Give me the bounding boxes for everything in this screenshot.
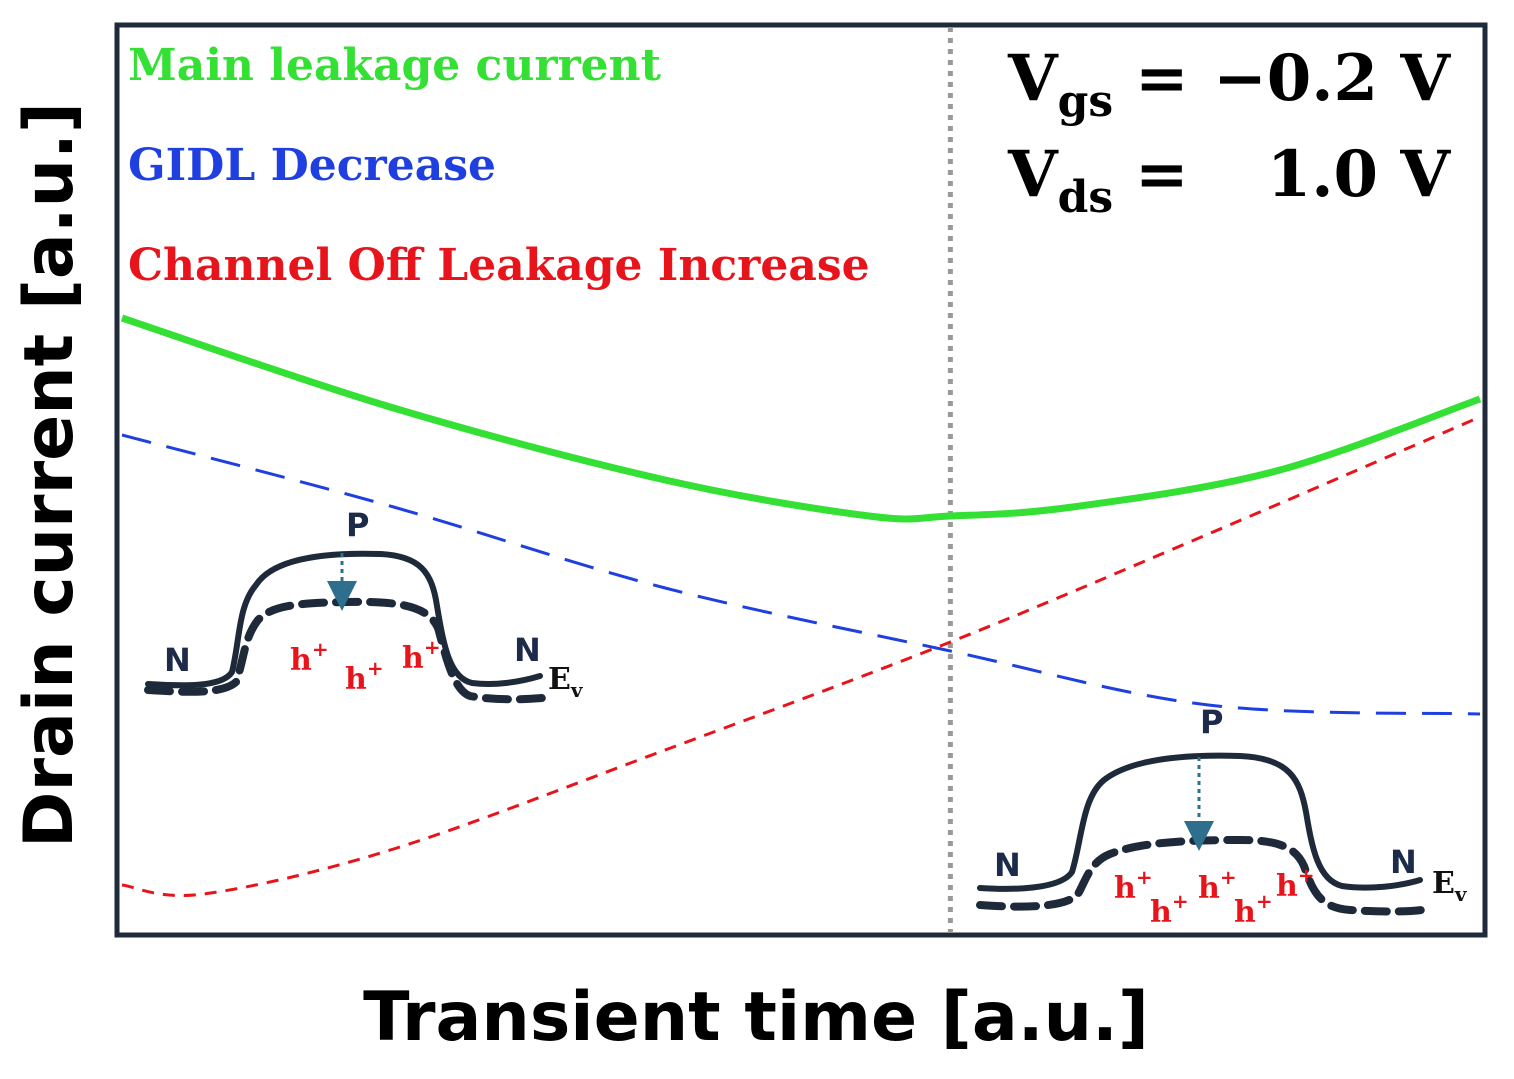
ev-label-right: Ev [1432,866,1468,906]
n-right-label-right: N [1390,843,1417,881]
hole-label: h+ [1198,865,1237,906]
vds-subscript: ds [1058,172,1114,223]
vds-equals: = [1135,137,1189,212]
vds-annotation: Vds = 1.0 V [1007,137,1451,223]
legend-channel-off: Channel Off Leakage Increase [128,240,870,291]
valence-band-solid-left [145,550,543,689]
vds-value: 1.0 V [1267,137,1452,212]
n-left-label-right: N [994,846,1021,884]
ev-label-left: Ev [548,662,584,702]
valence-band-dashed-right [976,835,1426,916]
series-main-leakage-line [120,314,1482,523]
legend-gidl: GIDL Decrease [128,140,496,191]
band-diagram-left: P N N Ev h+ h+ h+ [144,506,584,704]
n-left-label-left: N [164,641,191,679]
hole-label: h+ [402,635,441,676]
n-right-label-left: N [514,631,541,669]
x-axis-title: Transient time [a.u.] [363,978,1149,1057]
hole-label: h+ [1114,865,1153,906]
y-axis-title: Drain current [a.u.] [10,102,89,848]
plot-frame [114,22,1488,938]
hole-label: h+ [1276,863,1315,904]
vgs-equals: = [1135,41,1189,116]
vgs-symbol: V [1007,41,1059,116]
band-diagram-right: P N N Ev h+ h+ h+ h+ h+ [976,703,1468,930]
hole-label: h+ [1234,889,1273,930]
legend-main-leakage: Main leakage current [128,40,662,91]
vgs-value: −0.2 V [1213,41,1451,116]
valence-band-solid-right [977,752,1423,892]
svg-text:Vds: Vds [1007,137,1113,223]
vds-symbol: V [1007,137,1059,212]
hole-label: h+ [1150,889,1189,930]
hole-label: h+ [345,656,384,697]
svg-text:Vgs: Vgs [1007,41,1113,127]
hole-label: h+ [290,637,329,678]
vgs-subscript: gs [1058,76,1114,127]
p-label-right: P [1200,703,1223,741]
p-label-left: P [346,506,369,544]
series-layer [120,27,1482,933]
series-gidl-line [121,433,1481,716]
vgs-annotation: Vgs = −0.2 V [1007,41,1451,127]
